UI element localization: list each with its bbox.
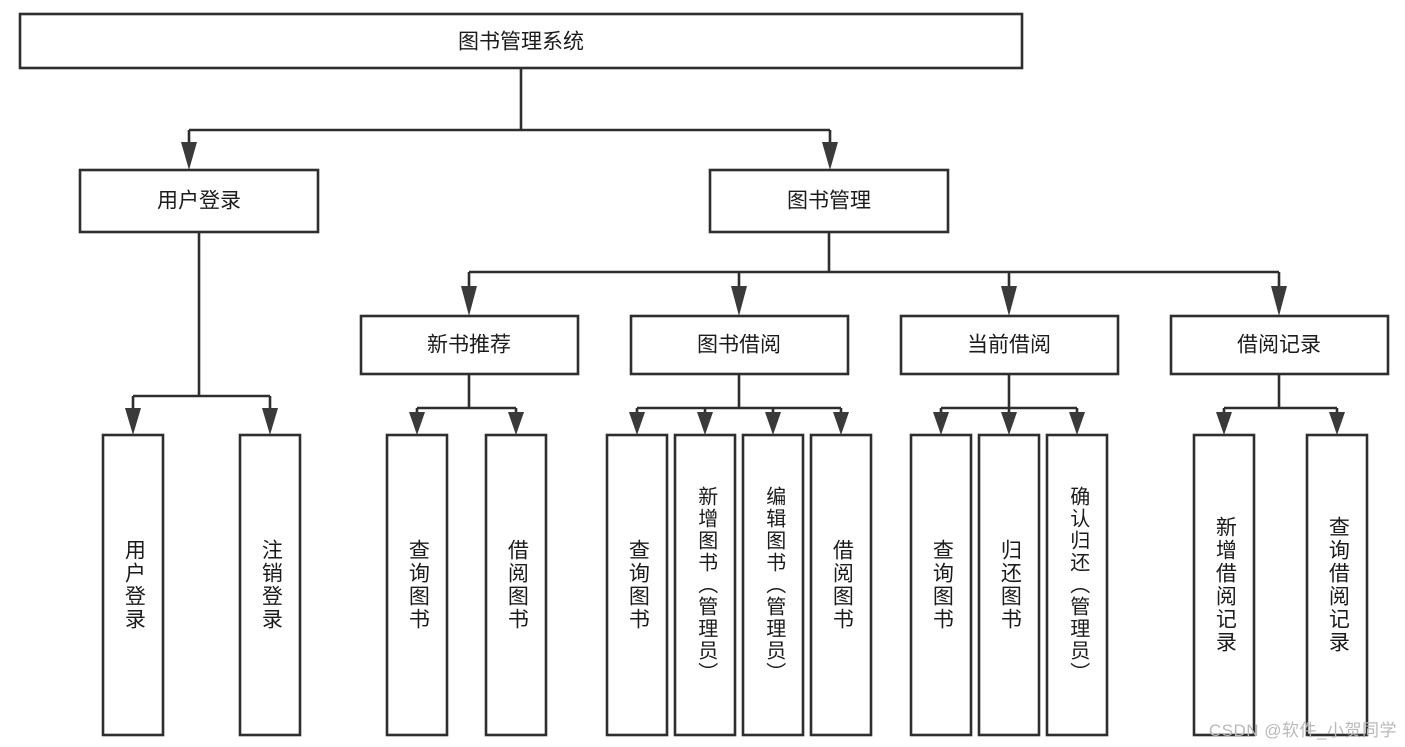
arrow-head-br-query-record <box>1329 412 1345 435</box>
leaf-label-br-query-record: 查询借阅记录 <box>1326 516 1350 654</box>
node-book-borrow-box[interactable] <box>629 314 850 376</box>
leaf-label-bb-borrow-book: 借阅图书 <box>830 539 854 631</box>
node-borrow-record-box[interactable] <box>1169 314 1390 376</box>
leaf-label-cb-return-book: 归还图书 <box>998 539 1022 631</box>
leaf-label-bb-edit-book: 编辑图书（管理员） <box>762 486 785 684</box>
leaf-label-br-add-record: 新增借阅记录 <box>1213 516 1237 654</box>
node-book-borrow-label: 图书借阅 <box>697 334 781 357</box>
leaf-box-bb-add-book[interactable] <box>673 433 737 737</box>
arrow-head-current-borrow <box>1001 286 1017 316</box>
node-root-label: 图书管理系统 <box>458 31 584 54</box>
leaf-box-nbr-query-book[interactable] <box>385 433 449 737</box>
arrow-head-cb-return-book <box>1001 412 1017 435</box>
arrow-head-cb-confirm-return <box>1069 412 1085 435</box>
node-borrow-record-label: 借阅记录 <box>1237 334 1321 357</box>
leaf-box-cb-query-book[interactable] <box>909 433 973 737</box>
leaf-label-nbr-query-book: 查询图书 <box>406 539 430 631</box>
node-current-borrow-label: 当前借阅 <box>967 334 1051 357</box>
leaf-label-bb-add-book: 新增图书（管理员） <box>694 486 717 684</box>
leaf-box-cb-confirm-return[interactable] <box>1045 433 1109 737</box>
leaf-box-bb-query-book[interactable] <box>605 433 669 737</box>
arrow-head-bb-borrow-book <box>833 412 849 435</box>
leaf-label-logout: 注销登录 <box>259 539 283 631</box>
leaf-label-cb-confirm-return: 确认归还（管理员） <box>1066 486 1089 684</box>
arrow-head-bb-edit-book <box>765 412 781 435</box>
leaf-box-nbr-borrow-book[interactable] <box>484 433 548 737</box>
arrow-head-br-add-record <box>1216 412 1232 435</box>
arrow-head-user-login <box>181 142 197 170</box>
node-new-book-rec-label: 新书推荐 <box>427 334 511 357</box>
leaf-box-user-login[interactable] <box>101 433 165 737</box>
leaf-box-br-query-record[interactable] <box>1305 433 1369 737</box>
arrow-head-bb-add-book <box>697 412 713 435</box>
leaf-label-bb-query-book: 查询图书 <box>626 539 650 631</box>
arrow-head-leaf-logout <box>262 408 278 435</box>
arrow-head-book-manage <box>822 142 838 170</box>
csdn-watermark: CSDN @软件_小贺同学 <box>1208 721 1397 740</box>
leaf-box-bb-borrow-book[interactable] <box>809 433 873 737</box>
node-user-login-box[interactable] <box>78 168 320 234</box>
leaf-box-br-add-record[interactable] <box>1192 433 1256 737</box>
arrow-head-book-borrow <box>731 286 747 316</box>
arrow-head-cb-query-book <box>933 412 949 435</box>
leaf-box-logout[interactable] <box>238 433 302 737</box>
leaf-label-user-login: 用户登录 <box>122 539 146 631</box>
leaf-box-cb-return-book[interactable] <box>977 433 1041 737</box>
arrow-head-new-book-rec <box>461 286 477 316</box>
arrow-head-leaf-user-login <box>125 408 141 435</box>
arrow-head-bb-query-book <box>629 412 645 435</box>
arrow-head-nbr-borrow-book <box>508 412 524 435</box>
arrow-head-borrow-record <box>1271 286 1287 316</box>
arrow-head-nbr-query-book <box>409 412 425 435</box>
node-book-manage-box[interactable] <box>708 168 950 234</box>
node-root-box[interactable] <box>18 12 1024 70</box>
leaf-label-cb-query-book: 查询图书 <box>930 539 954 631</box>
leaf-box-bb-edit-book[interactable] <box>741 433 805 737</box>
node-book-manage-label: 图书管理 <box>787 190 871 213</box>
node-user-login-label: 用户登录 <box>157 190 241 213</box>
leaf-label-nbr-borrow-book: 借阅图书 <box>505 539 529 631</box>
node-new-book-rec-box[interactable] <box>359 314 580 376</box>
